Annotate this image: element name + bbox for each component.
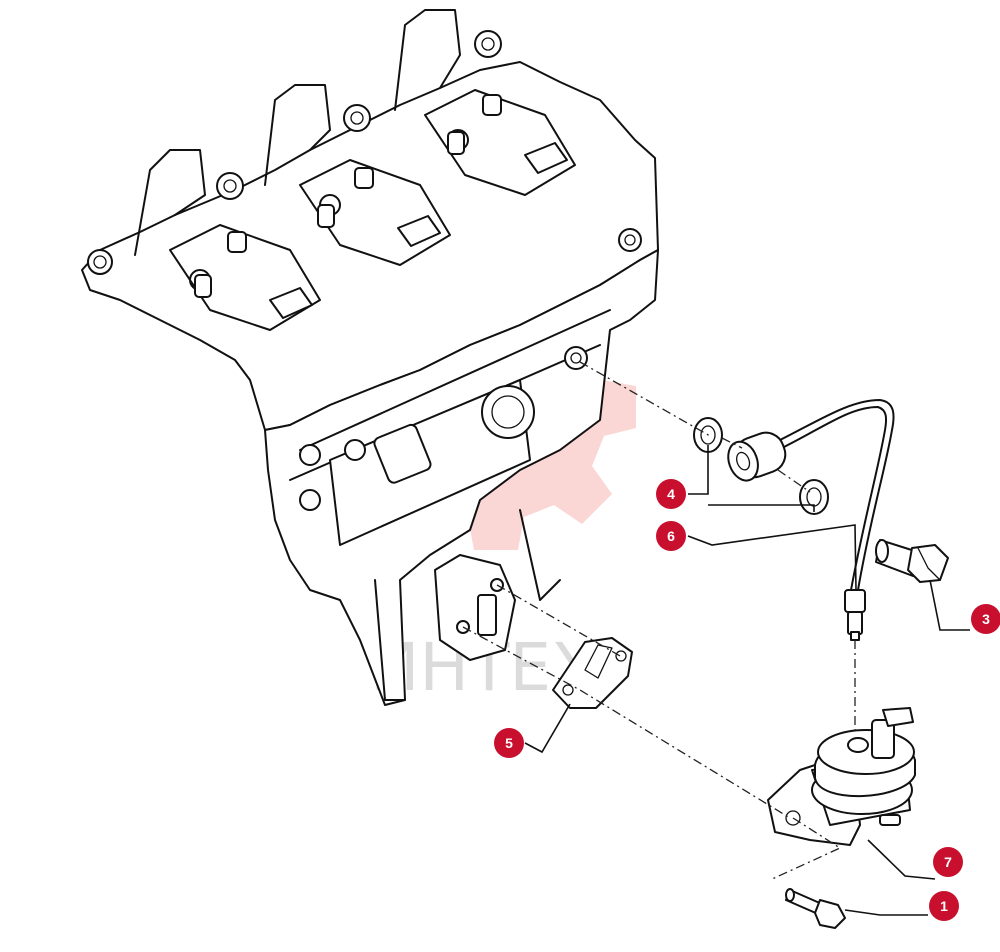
pump-gasket bbox=[552, 637, 633, 709]
svg-text:4: 4 bbox=[667, 486, 675, 502]
leader-lines bbox=[524, 445, 970, 916]
callout-5[interactable]: 5 bbox=[494, 728, 524, 758]
mounting-bolt bbox=[785, 888, 846, 929]
callout-3[interactable]: 3 bbox=[971, 604, 1000, 634]
callout-4[interactable]: 4 bbox=[656, 479, 686, 509]
banjo-bolt bbox=[875, 539, 949, 583]
svg-text:7: 7 bbox=[944, 854, 952, 870]
fuel-line-assembly bbox=[727, 399, 895, 641]
callout-7[interactable]: 7 bbox=[933, 847, 963, 877]
engine-block bbox=[81, 9, 659, 706]
svg-text:3: 3 bbox=[982, 611, 990, 627]
callout-1[interactable]: 1 bbox=[929, 891, 959, 921]
callout-6[interactable]: 6 bbox=[656, 521, 686, 551]
svg-text:6: 6 bbox=[667, 528, 675, 544]
assembly-lines bbox=[462, 361, 856, 881]
fuel-pump bbox=[767, 707, 916, 846]
svg-text:1: 1 bbox=[940, 898, 948, 914]
svg-text:5: 5 bbox=[505, 735, 513, 751]
